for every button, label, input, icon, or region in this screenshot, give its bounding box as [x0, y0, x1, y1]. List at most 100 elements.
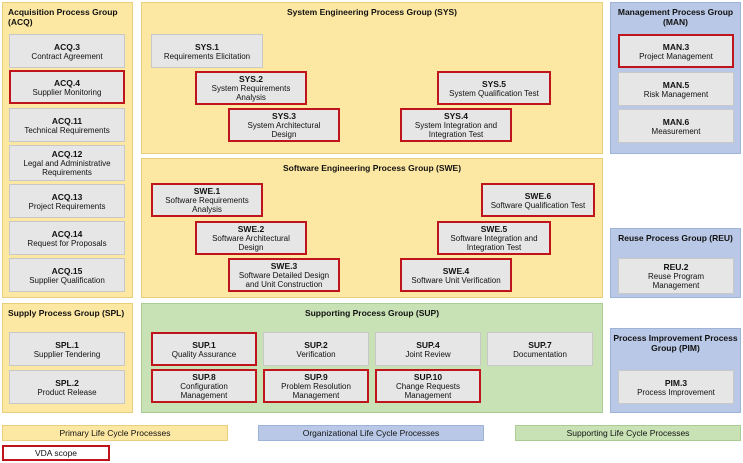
process-id: SYS.2 [238, 74, 264, 84]
process-name: System Requirements Analysis [211, 84, 291, 102]
process-id: ACQ.4 [54, 77, 80, 88]
process-sys5: SYS.5 System Qualification Test [437, 71, 551, 105]
process-reu2: REU.2 Reuse Program Management [618, 258, 734, 294]
process-id: SPL.2 [55, 377, 79, 388]
process-pim3: PIM.3 Process Improvement [618, 370, 734, 404]
process-acq12: ACQ.12 Legal and Administrative Requirem… [9, 145, 125, 181]
process-name: Supplier Monitoring [32, 87, 102, 97]
process-swe2: SWE.2 Software Architectural Design [195, 221, 307, 255]
process-id: SWE.3 [270, 261, 298, 271]
process-id: SYS.4 [443, 111, 469, 121]
process-name: Legal and Administrative Requirements [23, 159, 111, 177]
process-name: Contract Agreement [31, 51, 103, 61]
process-name: Measurement [651, 126, 701, 136]
process-id: REU.2 [663, 262, 689, 272]
process-id: ACQ.3 [54, 41, 80, 52]
process-sys3: SYS.3 System Architectural Design [228, 108, 340, 142]
process-id: SUP.10 [413, 372, 443, 382]
process-id: SUP.1 [192, 339, 216, 350]
process-id: SUP.7 [528, 339, 552, 350]
process-id: ACQ.13 [51, 191, 83, 202]
process-name: Configuration Management [180, 382, 228, 400]
process-id: ACQ.11 [51, 115, 83, 126]
process-spl2: SPL.2 Product Release [9, 370, 125, 404]
process-id: SYS.3 [271, 111, 297, 121]
process-id: ACQ.14 [51, 228, 83, 239]
process-sup4: SUP.4 Joint Review [375, 332, 481, 366]
process-name: Software Qualification Test [490, 200, 586, 210]
process-name: Verification [296, 349, 336, 359]
legend-vda-scope: VDA scope [2, 445, 110, 461]
process-sup8: SUP.8 Configuration Management [151, 369, 257, 403]
sys-group-title: System Engineering Process Group (SYS) [286, 7, 458, 17]
process-sys1: SYS.1 Requirements Elicitation [151, 34, 263, 68]
process-id: PIM.3 [664, 377, 688, 388]
process-id: SUP.8 [192, 372, 216, 382]
process-id: SUP.4 [416, 339, 440, 350]
process-name: Risk Management [643, 89, 709, 99]
process-sys4: SYS.4 System Integration and Integration… [400, 108, 512, 142]
process-id: SUP.9 [304, 372, 328, 382]
legend-organizational: Organizational Life Cycle Processes [258, 425, 484, 441]
process-man6: MAN.6 Measurement [618, 109, 734, 143]
process-id: SWE.2 [237, 224, 265, 234]
process-name: Reuse Program Management [647, 272, 705, 290]
pim-group-title: Process Improvement Process Group (PIM) [613, 333, 738, 353]
process-name: Software Unit Verification [411, 275, 501, 285]
process-id: SWE.5 [480, 224, 508, 234]
process-id: SWE.1 [193, 186, 221, 196]
process-name: System Qualification Test [449, 88, 539, 98]
process-swe1: SWE.1 Software Requirements Analysis [151, 183, 263, 217]
process-name: Software Integration and Integration Tes… [450, 234, 538, 252]
process-sup10: SUP.10 Change Requests Management [375, 369, 481, 403]
process-name: Change Requests Management [395, 382, 461, 400]
process-id: ACQ.15 [51, 265, 83, 276]
process-name: Quality Assurance [171, 349, 237, 359]
process-name: System Integration and Integration Test [414, 121, 498, 139]
process-swe4: SWE.4 Software Unit Verification [400, 258, 512, 292]
process-sys2: SYS.2 System Requirements Analysis [195, 71, 307, 105]
process-swe6: SWE.6 Software Qualification Test [481, 183, 595, 217]
process-acq15: ACQ.15 Supplier Qualification [9, 258, 125, 292]
process-name: Product Release [37, 387, 97, 397]
process-name: Request for Proposals [27, 238, 107, 248]
process-id: SYS.5 [481, 78, 507, 89]
process-name: Joint Review [405, 349, 451, 359]
process-sup1: SUP.1 Quality Assurance [151, 332, 257, 366]
process-name: Software Architectural Design [212, 234, 290, 252]
process-id: MAN.5 [662, 79, 690, 90]
process-name: Supplier Tendering [33, 349, 101, 359]
process-man5: MAN.5 Risk Management [618, 72, 734, 106]
process-acq14: ACQ.14 Request for Proposals [9, 221, 125, 255]
process-name: System Architectural Design [247, 121, 321, 139]
process-id: SYS.1 [194, 41, 220, 52]
process-name: Problem Resolution Management [281, 382, 351, 400]
process-sup7: SUP.7 Documentation [487, 332, 593, 366]
swe-group-title: Software Engineering Process Group (SWE) [282, 163, 462, 173]
process-id: ACQ.12 [51, 149, 83, 159]
sup-group-title: Supporting Process Group (SUP) [304, 308, 440, 318]
process-name: Requirements Elicitation [163, 51, 251, 61]
process-id: SUP.2 [304, 339, 328, 350]
legend-primary: Primary Life Cycle Processes [2, 425, 228, 441]
process-swe5: SWE.5 Software Integration and Integrati… [437, 221, 551, 255]
process-sup9: SUP.9 Problem Resolution Management [263, 369, 369, 403]
process-acq4: ACQ.4 Supplier Monitoring [9, 70, 125, 104]
process-acq3: ACQ.3 Contract Agreement [9, 34, 125, 68]
process-name: Project Management [639, 51, 713, 61]
process-id: MAN.3 [662, 41, 690, 52]
process-acq11: ACQ.11 Technical Requirements [9, 108, 125, 142]
process-spl1: SPL.1 Supplier Tendering [9, 332, 125, 366]
process-name: Supplier Qualification [29, 275, 105, 285]
process-name: Project Requirements [28, 201, 106, 211]
process-name: Process Improvement [637, 387, 715, 397]
process-sup2: SUP.2 Verification [263, 332, 369, 366]
process-swe3: SWE.3 Software Detailed Design and Unit … [228, 258, 340, 292]
process-id: MAN.6 [662, 116, 690, 127]
spl-group-title: Supply Process Group (SPL) [8, 308, 125, 318]
process-name: Technical Requirements [24, 125, 110, 135]
process-id: SWE.6 [524, 190, 552, 201]
legend-supporting: Supporting Life Cycle Processes [515, 425, 741, 441]
reu-group-title: Reuse Process Group (REU) [618, 233, 733, 243]
process-name: Documentation [513, 349, 567, 359]
